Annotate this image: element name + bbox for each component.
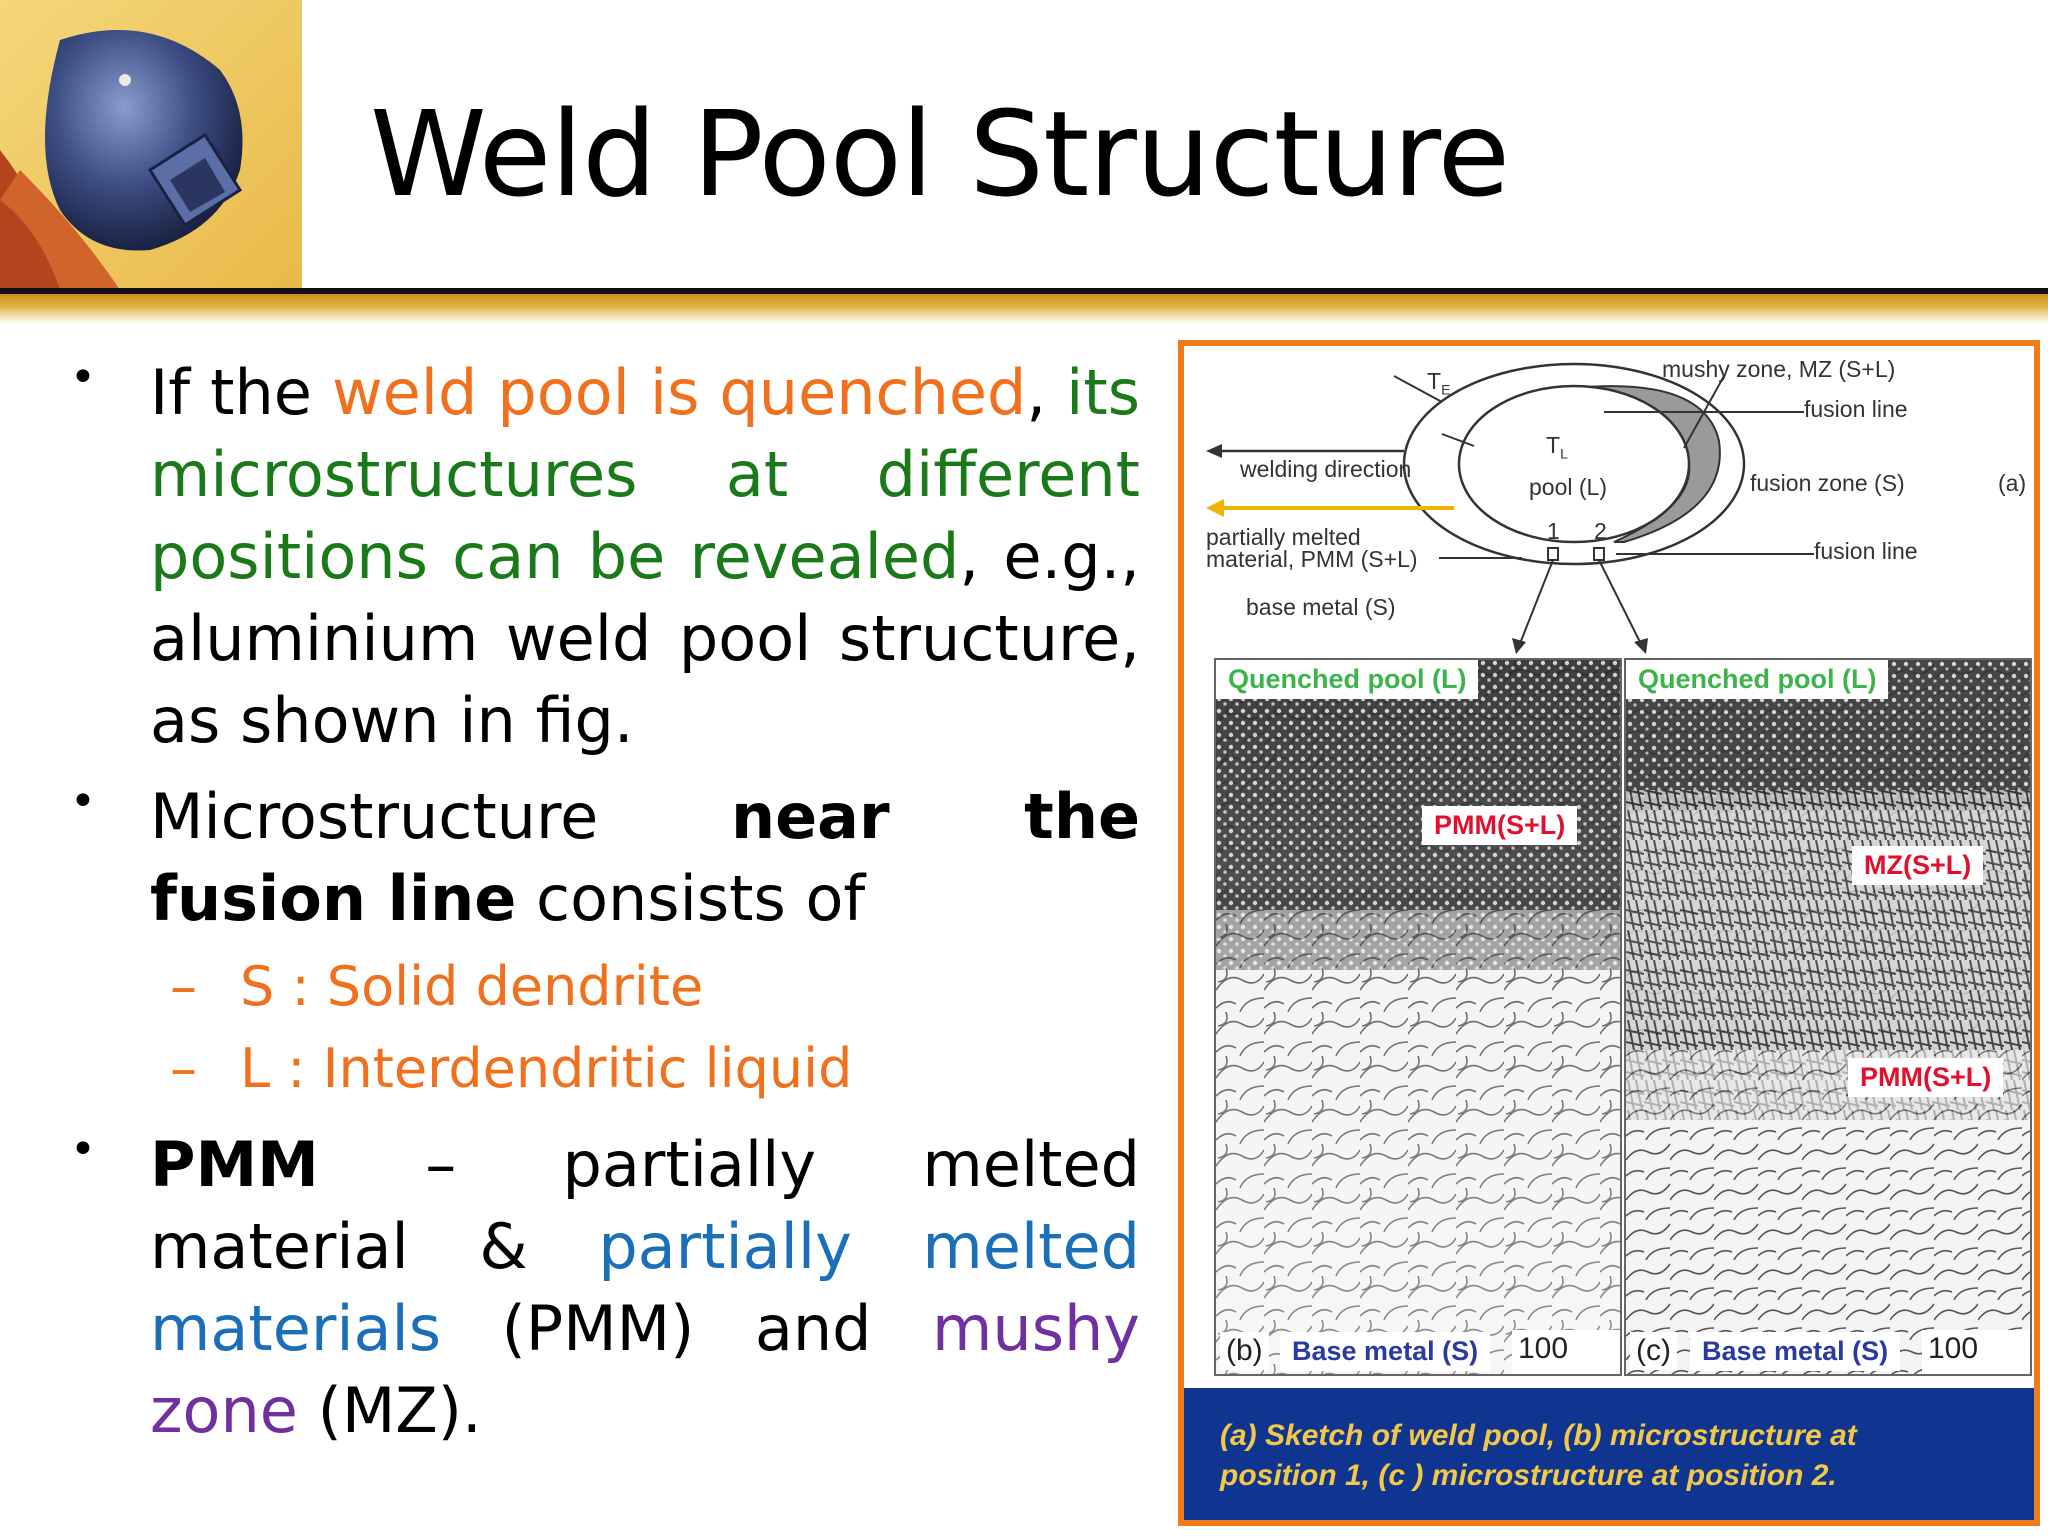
figure-caption: (a) Sketch of weld pool, (b) microstruct… bbox=[1184, 1388, 2034, 1520]
bullet-text: If the weld pool is quenched, its micros… bbox=[150, 352, 1140, 762]
label-fusion-line-bottom: fusion line bbox=[1814, 538, 1918, 564]
caption-line-2: position 1, (c ) microstructure at posit… bbox=[1220, 1459, 1837, 1492]
label-position-1: 1 bbox=[1547, 518, 1560, 544]
label-fusion-zone: fusion zone (S) bbox=[1750, 470, 1905, 496]
micrograph-b: Quenched pool (L) PMM(S+L) (b) Base meta… bbox=[1214, 658, 1622, 1376]
text-segment: consists of bbox=[516, 862, 866, 935]
caption-line-1: (a) Sketch of weld pool, (b) microstruct… bbox=[1220, 1419, 1857, 1452]
label-mz-c: MZ(S+L) bbox=[1852, 846, 1984, 885]
sub-list: S : Solid dendrite L : Interdendritic li… bbox=[150, 946, 1140, 1110]
bullet-item-pmm: PMM – partially melted material & partia… bbox=[70, 1124, 1140, 1452]
sub-item-solid: S : Solid dendrite bbox=[150, 946, 1140, 1028]
label-base-metal-b: Base metal (S) bbox=[1280, 1332, 1491, 1371]
label-quenched-pool-b: Quenched pool (L) bbox=[1216, 660, 1479, 699]
label-pmm-c: PMM(S+L) bbox=[1848, 1058, 2004, 1097]
scale-bar-b: 100 µm bbox=[1512, 1330, 1620, 1374]
welder-helmet-icon bbox=[0, 0, 302, 290]
sub-item-liquid: L : Interdendritic liquid bbox=[150, 1028, 1140, 1110]
slide-header: Weld Pool Structure bbox=[0, 0, 2048, 290]
scale-bar-c: 100 µm bbox=[1922, 1330, 2030, 1374]
label-panel-a: (a) bbox=[1998, 470, 2027, 496]
text-segment: , e.g., aluminium weld pool structure, a… bbox=[150, 520, 1140, 757]
label-pool: pool (L) bbox=[1529, 474, 1607, 500]
weld-pool-figure: TE TL mushy zone, MZ (S+L) fusion line w… bbox=[1178, 340, 2040, 1526]
label-panel-c: (c) bbox=[1630, 1332, 1677, 1370]
label-mushy-zone: mushy zone, MZ (S+L) bbox=[1662, 356, 1896, 382]
label-position-2: 2 bbox=[1594, 518, 1607, 544]
micrograph-c-texture bbox=[1626, 660, 2030, 1374]
bold-pmm: PMM bbox=[150, 1128, 319, 1201]
label-tl: TL bbox=[1546, 432, 1568, 462]
label-pmm-b: PMM(S+L) bbox=[1422, 806, 1578, 845]
bullet-item-quenched: If the weld pool is quenched, its micros… bbox=[70, 352, 1140, 762]
highlight-pmm: partially melted materials bbox=[150, 1210, 1140, 1365]
weld-pool-sketch: TE TL mushy zone, MZ (S+L) fusion line w… bbox=[1184, 346, 2034, 656]
micrograph-b-texture bbox=[1216, 660, 1620, 1374]
label-panel-b: (b) bbox=[1220, 1332, 1269, 1370]
text-segment: (MZ). bbox=[297, 1374, 482, 1447]
text-segment: Microstructure bbox=[150, 780, 731, 853]
sketch-drawing bbox=[1206, 362, 1814, 654]
text-segment: (PMM) and bbox=[441, 1292, 933, 1365]
bullet-item-fusion-line: Microstructure near the fusion line cons… bbox=[70, 776, 1140, 1110]
bullet-list: If the weld pool is quenched, its micros… bbox=[70, 352, 1140, 1452]
label-base-metal-c: Base metal (S) bbox=[1690, 1332, 1901, 1371]
bullet-content: If the weld pool is quenched, its micros… bbox=[70, 352, 1140, 1452]
label-quenched-pool-c: Quenched pool (L) bbox=[1626, 660, 1889, 699]
highlight-mushy-zone: mushy zone bbox=[150, 1292, 1140, 1447]
label-welding-direction: welding direction bbox=[1240, 456, 1412, 482]
label-fusion-line-top: fusion line bbox=[1804, 396, 1908, 422]
highlight-weld-pool: weld pool is quenched bbox=[331, 356, 1027, 429]
header-gold-band bbox=[0, 294, 2048, 324]
bullet-text: Microstructure near the fusion line cons… bbox=[150, 776, 1140, 940]
text-segment: If the bbox=[150, 356, 332, 429]
highlight-microstructures: its microstructures at different positio… bbox=[150, 356, 1141, 593]
micrograph-c: Quenched pool (L) MZ(S+L) PMM(S+L) (c) B… bbox=[1624, 658, 2032, 1376]
bold-fusion-line: near the fusion line bbox=[150, 780, 1141, 935]
label-te: TE bbox=[1427, 368, 1451, 398]
page-title: Weld Pool Structure bbox=[370, 85, 1510, 223]
bullet-text: PMM – partially melted material & partia… bbox=[150, 1124, 1140, 1452]
text-segment: , bbox=[1026, 356, 1067, 429]
text-segment: – partially melted material & bbox=[150, 1128, 1140, 1283]
label-base-metal: base metal (S) bbox=[1246, 594, 1396, 620]
header-divider bbox=[0, 288, 2048, 294]
